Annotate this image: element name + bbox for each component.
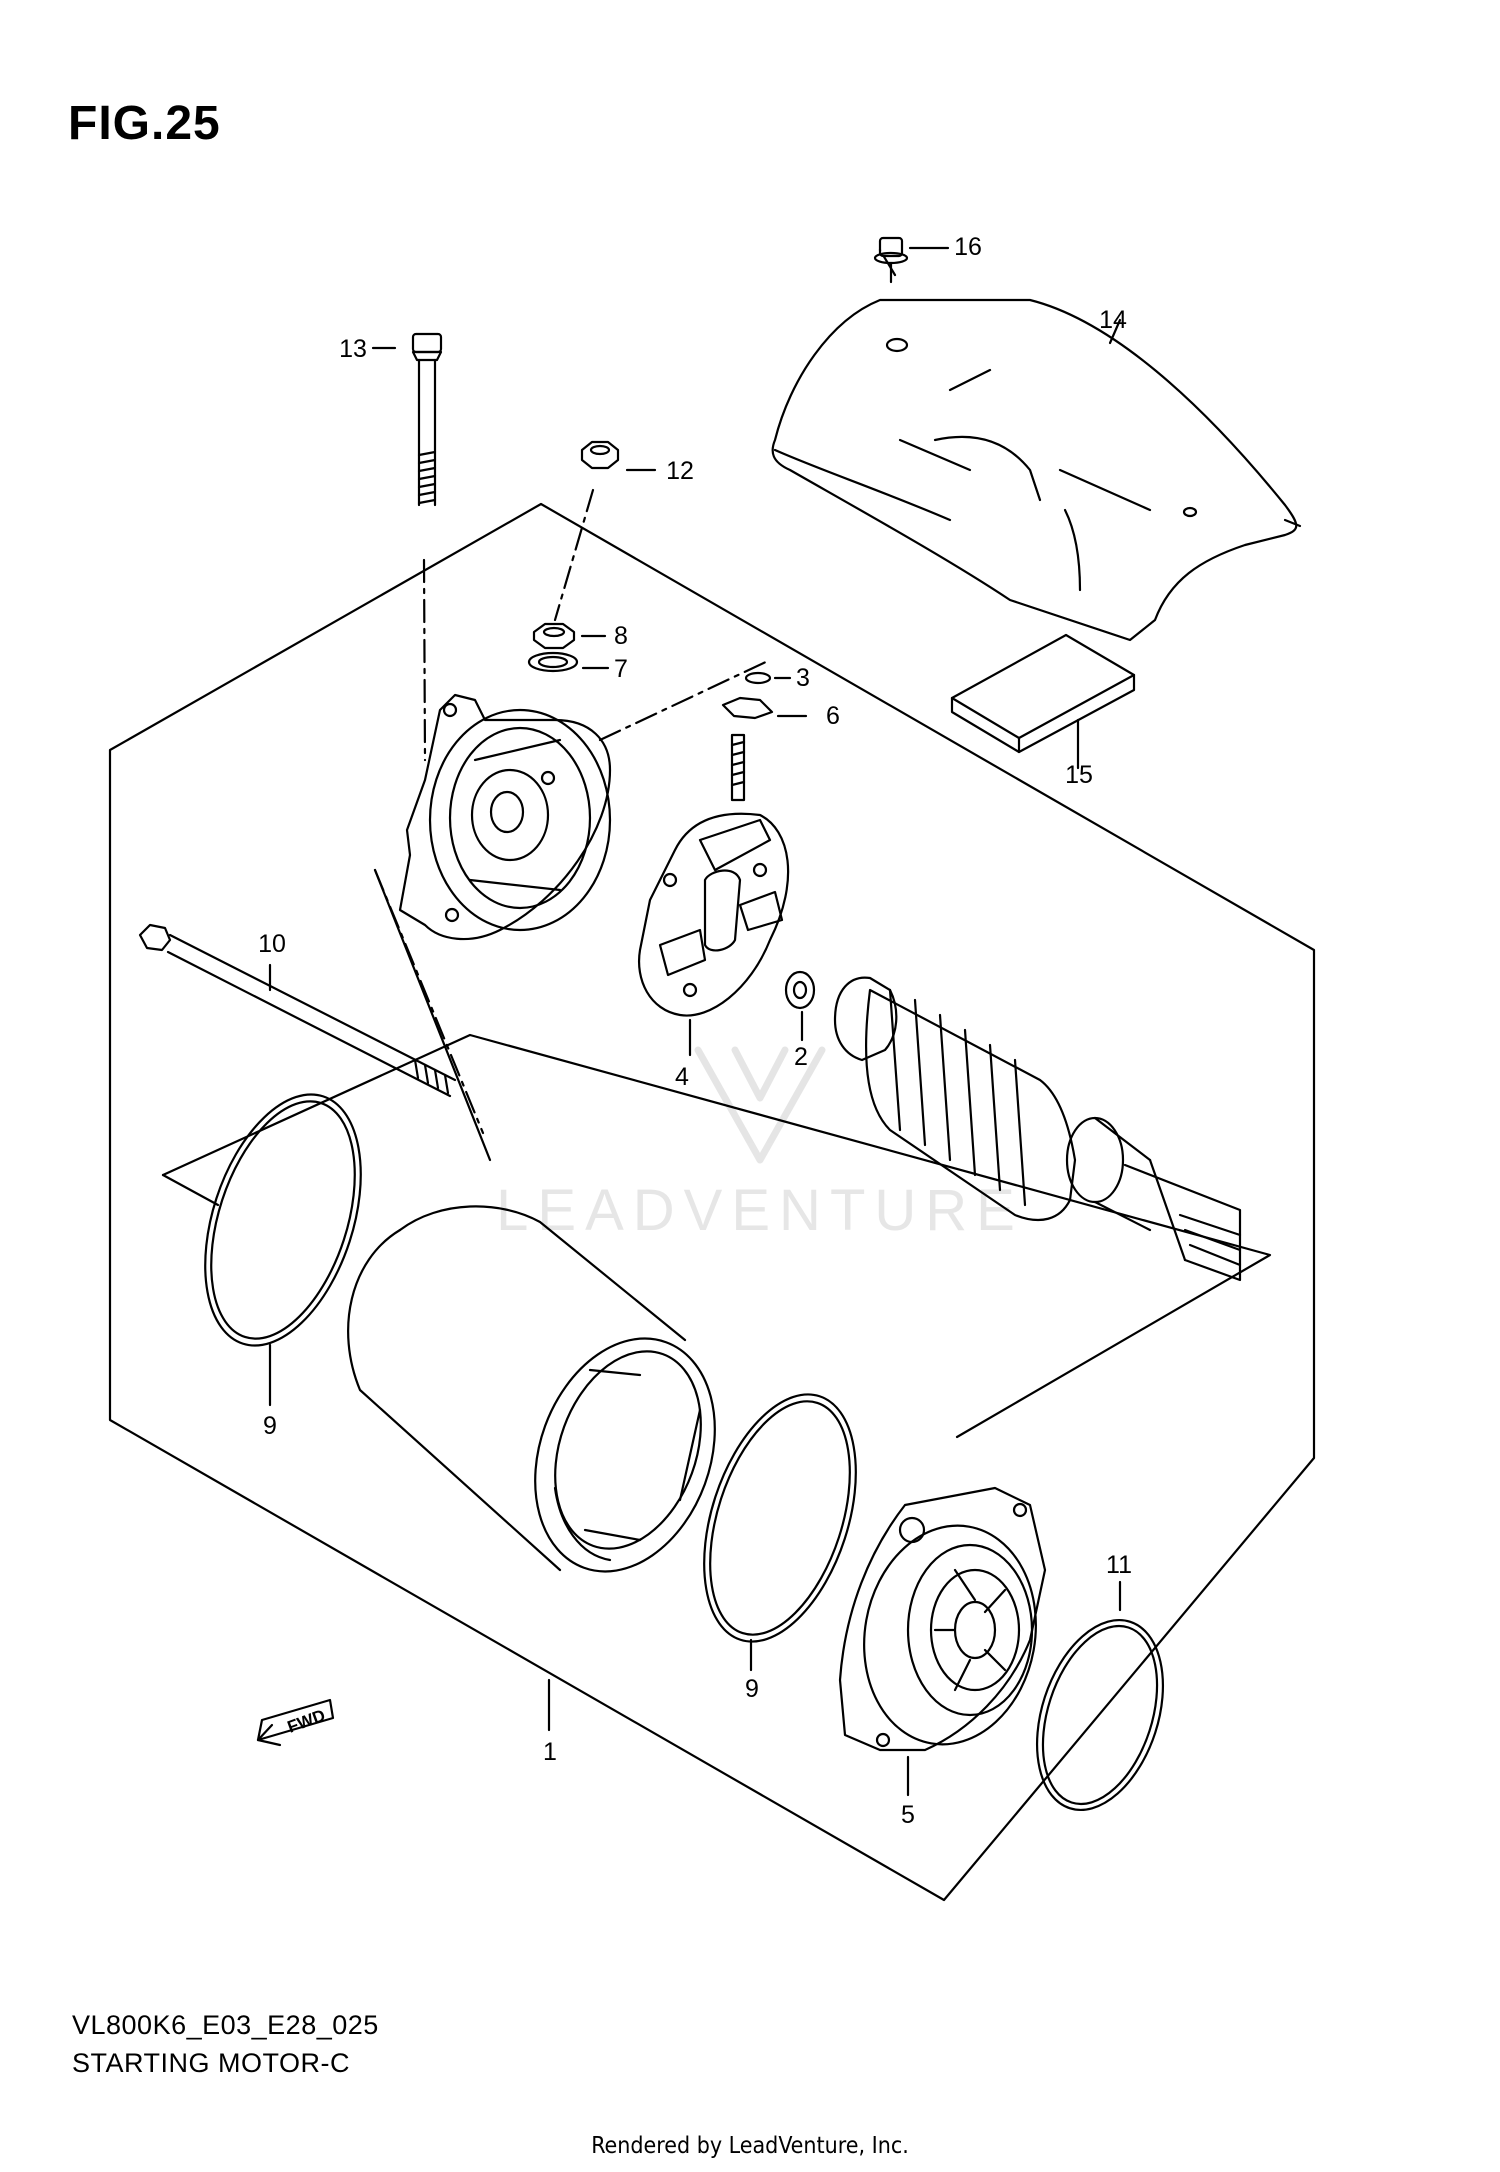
part-15-pad <box>950 633 1136 770</box>
part-4-brush-holder <box>637 733 790 1057</box>
callout-8: 8 <box>614 622 628 650</box>
callout-3: 3 <box>796 664 810 692</box>
part-9-o-ring-left <box>204 1093 362 1407</box>
callout-1: 1 <box>543 1738 557 1766</box>
part-2-washer <box>784 970 816 1042</box>
callout-2: 2 <box>794 1043 808 1071</box>
callout-11: 11 <box>1106 1551 1132 1579</box>
figure-title: FIG.25 <box>68 97 221 150</box>
leadventure-watermark-logo <box>694 1046 826 1164</box>
part-5-front-cover <box>838 1486 1047 1797</box>
model-code: VL800K6_E03_E28_025 <box>72 2010 379 2040</box>
callout-4: 4 <box>675 1063 689 1091</box>
callout-9-left: 9 <box>263 1412 277 1440</box>
part-10-through-bolt <box>138 923 457 1098</box>
callout-14: 14 <box>1099 306 1127 334</box>
callout-15: 15 <box>1065 761 1093 789</box>
watermark-text: LEADVENTURE <box>496 1178 1024 1243</box>
rendered-by-footer: Rendered by LeadVenture, Inc. <box>591 2133 909 2159</box>
callout-10: 10 <box>258 930 286 958</box>
callout-16: 16 <box>954 233 982 261</box>
part-6-terminal-nut <box>721 696 808 720</box>
callout-6: 6 <box>826 702 840 730</box>
part-14-cover <box>771 298 1302 642</box>
armature <box>833 976 1242 1282</box>
assembly-outline-box <box>108 502 1316 1902</box>
callout-9-right: 9 <box>745 1675 759 1703</box>
part-1-yoke <box>347 1205 716 1573</box>
callout-13: 13 <box>339 335 367 363</box>
fwd-arrow-icon <box>256 1698 335 1747</box>
part-11-o-ring <box>1035 1580 1165 1812</box>
part-9-o-ring-right <box>703 1393 857 1672</box>
callout-12: 12 <box>666 457 694 485</box>
part-16-bolt <box>873 236 950 284</box>
rear-housing <box>398 693 612 941</box>
callout-5: 5 <box>901 1801 915 1829</box>
part-7-washer <box>527 651 610 673</box>
part-13-long-bolt <box>371 332 443 507</box>
callout-7: 7 <box>614 655 628 683</box>
part-12-nut <box>580 440 657 472</box>
assembly-name: STARTING MOTOR-C <box>72 2048 350 2078</box>
part-3-o-ring <box>744 671 792 685</box>
part-8-nut <box>532 622 607 650</box>
